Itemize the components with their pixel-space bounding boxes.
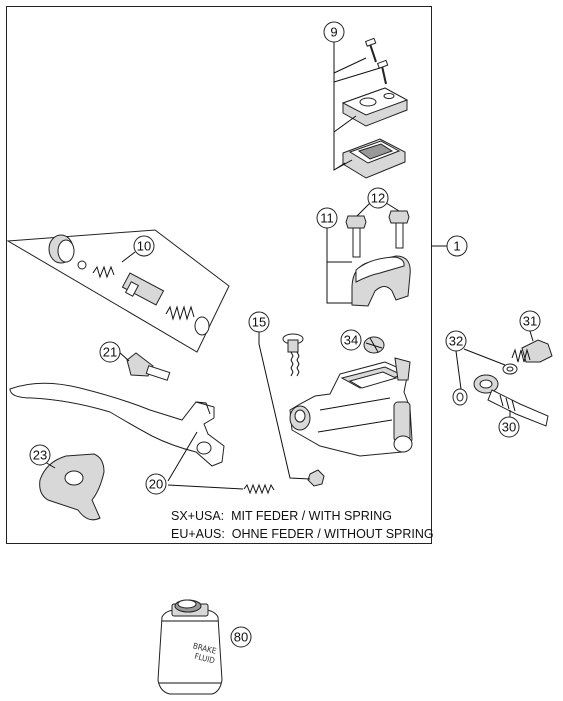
- master-cylinder-body: [289, 357, 413, 457]
- part-10-piston-kit: [6, 229, 230, 353]
- part-32-washers: [452, 363, 518, 406]
- callout-11: 11: [316, 207, 338, 229]
- callout-15: 15: [248, 311, 270, 333]
- part-11-clamp: [345, 210, 411, 307]
- callout-9: 9: [323, 21, 345, 43]
- callout-23-label: 23: [33, 448, 47, 463]
- note-line-2: EU+AUS: OHNE FEDER / WITHOUT SPRING: [171, 527, 434, 541]
- callout-12-label: 12: [371, 191, 385, 206]
- part-80-brake-fluid-bottle: BRAKE FLUID: [157, 599, 223, 695]
- callout-34-label: 34: [344, 333, 358, 348]
- callout-32: 32: [445, 330, 467, 352]
- leader-32: [455, 348, 506, 390]
- part-15-pivot-bolt: [282, 333, 325, 487]
- part-21-adjuster: [126, 352, 171, 381]
- callout-1-label: 1: [453, 239, 460, 254]
- callout-10: 10: [133, 235, 155, 257]
- part-31-banjo-bolt: [511, 339, 553, 363]
- leader-10: [121, 251, 136, 263]
- part-20-lever: [9, 382, 225, 467]
- callout-9-label: 9: [330, 25, 337, 40]
- assembly-frame: [6, 6, 432, 544]
- callout-15-label: 15: [252, 315, 266, 330]
- part-34-cap: [363, 336, 385, 354]
- callout-80-label: 80: [234, 630, 248, 645]
- callout-21-label: 21: [103, 345, 117, 360]
- callout-21: 21: [99, 341, 121, 363]
- part-9-reservoir-cover: [341, 37, 409, 179]
- leader-9: [333, 42, 381, 171]
- callout-31: 31: [519, 310, 541, 332]
- callout-20: 20: [145, 473, 167, 495]
- callout-10-label: 10: [137, 239, 151, 254]
- callout-11-label: 11: [320, 211, 334, 226]
- callout-20-label: 20: [149, 477, 163, 492]
- callout-1: 1: [446, 235, 468, 257]
- part-30-brake-line: [473, 374, 549, 427]
- callout-12: 12: [367, 187, 389, 209]
- leader-31: [529, 330, 534, 342]
- part-20-spring: [243, 483, 275, 495]
- note-line-1: SX+USA: MIT FEDER / WITH SPRING: [171, 509, 392, 523]
- leader-21: [118, 351, 130, 362]
- part-23-boot: [39, 453, 105, 521]
- leader-20b: [167, 484, 244, 490]
- leader-11: [326, 228, 352, 304]
- callout-30-label: 30: [502, 420, 516, 435]
- callout-34: 34: [340, 329, 362, 351]
- leader-20a: [167, 431, 198, 482]
- callout-32-label: 32: [449, 334, 463, 349]
- callout-23: 23: [29, 444, 51, 466]
- leader-15: [258, 331, 311, 480]
- callout-80: 80: [230, 626, 252, 648]
- callout-31-label: 31: [523, 314, 537, 329]
- callout-30: 30: [498, 416, 520, 438]
